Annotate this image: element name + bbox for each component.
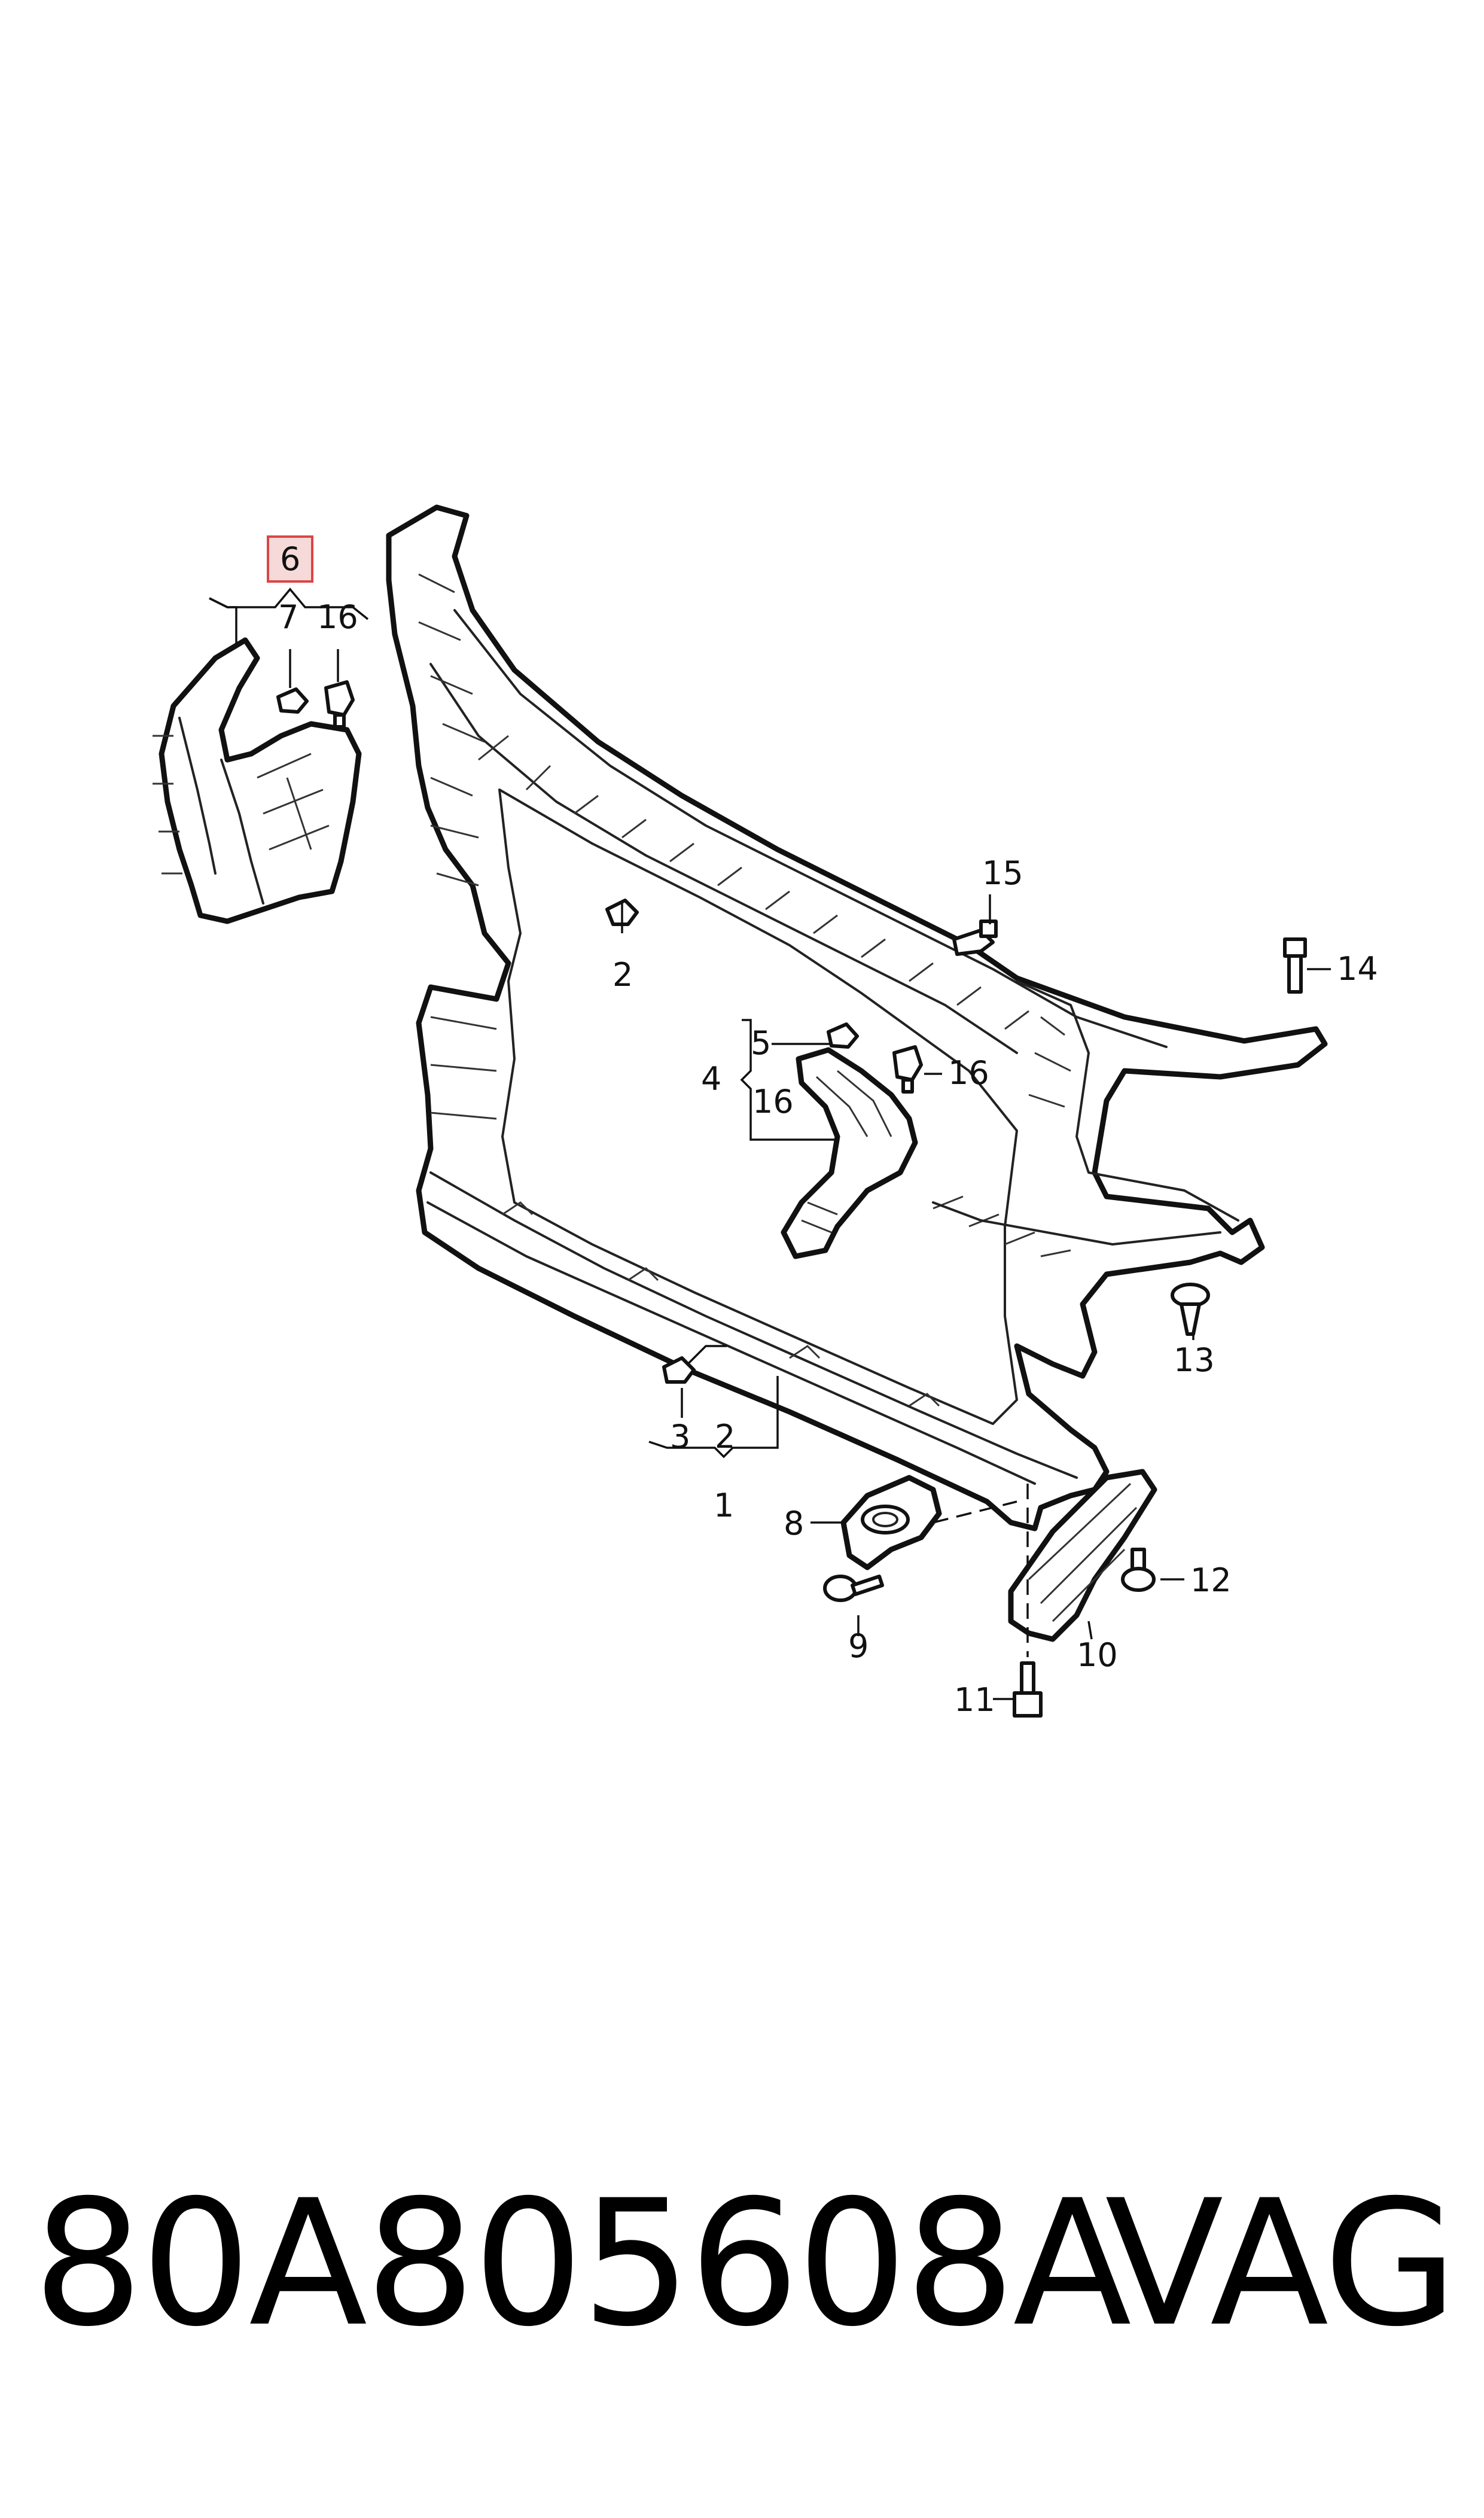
- clip-7: [276, 687, 309, 714]
- bolt-11: [1013, 1661, 1043, 1718]
- bolt-14: [1283, 937, 1307, 994]
- callout-9: 9: [848, 1627, 869, 1665]
- brand-label: VAG: [1105, 2163, 1458, 2365]
- clip-16-middle: [892, 1045, 923, 1094]
- screw-12: [1121, 1548, 1156, 1592]
- callout-1: 1: [714, 1487, 734, 1524]
- callout-14: 14: [1337, 950, 1378, 988]
- screw-9: [823, 1575, 884, 1602]
- callout-4: 4: [701, 1060, 721, 1098]
- callout-13: 13: [1174, 1341, 1215, 1379]
- callout-8: 8: [784, 1505, 804, 1542]
- clip-16-upper: [324, 680, 355, 729]
- part-number: 80A805608A: [33, 2163, 1132, 2365]
- deflector-10: [1008, 1469, 1157, 1642]
- callout-6: 6: [280, 540, 300, 578]
- callout-12: 12: [1190, 1561, 1232, 1599]
- callout-3: 3: [670, 1418, 690, 1456]
- callout-16-lower: 16: [752, 1083, 794, 1121]
- callout-10: 10: [1077, 1636, 1118, 1674]
- callout-2-upper: 2: [613, 956, 633, 994]
- screw-13: [1171, 1283, 1210, 1336]
- bolt-15: [952, 919, 998, 956]
- bracket-8: [840, 1475, 942, 1570]
- callout-11: 11: [954, 1681, 995, 1719]
- callout-15: 15: [982, 854, 1023, 892]
- callout-7: 7: [278, 598, 298, 636]
- air-guide-left: [153, 637, 362, 924]
- lock-carrier-frame: [386, 504, 1328, 1531]
- highlight-box-6: [267, 535, 313, 583]
- clip-3: [662, 1356, 696, 1384]
- callout-16-upper: 16: [317, 598, 358, 636]
- callout-2-lower: 2: [715, 1418, 735, 1456]
- callout-5: 5: [751, 1024, 771, 1062]
- exploded-parts-diagram: 6 7 16 2 15 14 5 4 16 16 13 3 2 1 8 9 10…: [153, 504, 1378, 1719]
- callout-16-middle: 16: [948, 1054, 989, 1092]
- lock-bracket: [781, 1047, 918, 1259]
